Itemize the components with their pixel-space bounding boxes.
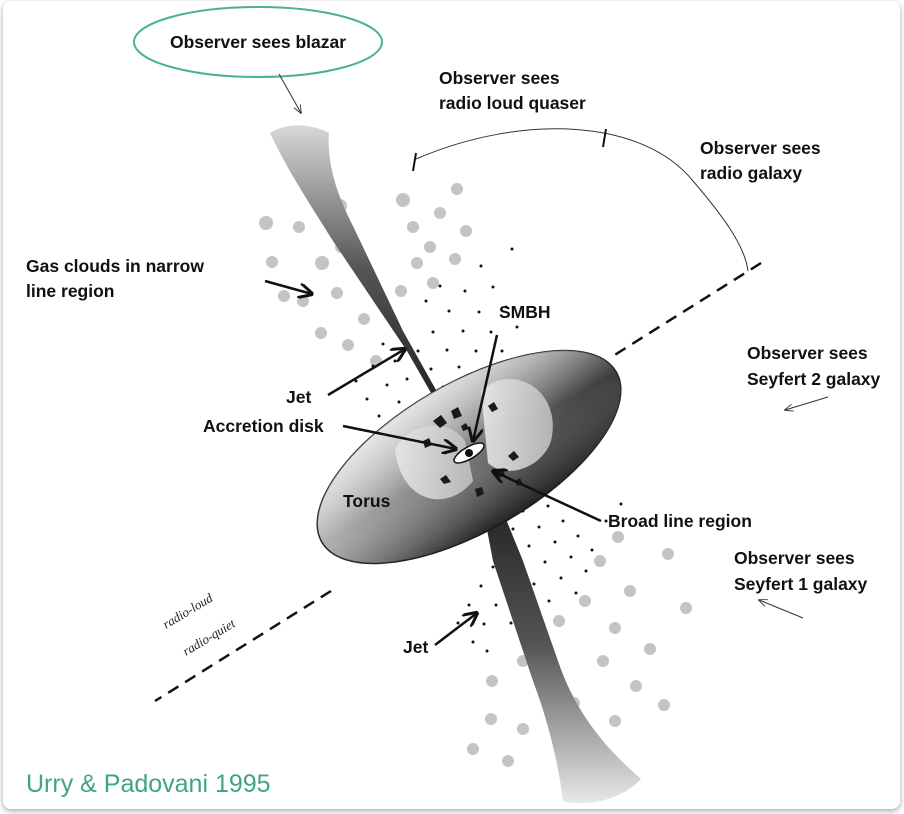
- agn-unified-model-diagram: Observer sees blazar Observer sees radio…: [3, 1, 900, 809]
- label-rlq-line2: radio loud quaser: [439, 93, 586, 113]
- label-sy2-line1: Observer sees: [747, 343, 868, 363]
- label-sy1-line2: Seyfert 1 galaxy: [734, 574, 868, 594]
- label-smbh: SMBH: [499, 302, 551, 322]
- diagram-frame: Observer sees blazar Observer sees radio…: [3, 1, 900, 809]
- label-radio-quiet: radio-quiet: [180, 615, 238, 658]
- label-torus: Torus: [343, 491, 391, 511]
- label-radio-loud: radio-loud: [160, 590, 216, 632]
- label-rg-line2: radio galaxy: [700, 163, 802, 183]
- label-jet-lower: Jet: [403, 637, 428, 657]
- label-rg-line1: Observer sees: [700, 138, 821, 158]
- viewing-angle-arc: [416, 129, 748, 271]
- label-sy2-line2: Seyfert 2 galaxy: [747, 369, 881, 389]
- label-sy1-line1: Observer sees: [734, 548, 855, 568]
- label-accretion-disk: Accretion disk: [203, 416, 324, 436]
- label-gas-line2: line region: [26, 281, 114, 301]
- label-broad-line-region: Broad line region: [608, 511, 752, 531]
- label-gas-line1: Gas clouds in narrow: [26, 256, 204, 276]
- credit-citation: Urry & Padovani 1995: [26, 770, 271, 798]
- label-jet-upper: Jet: [286, 387, 311, 407]
- label-blazar: Observer sees blazar: [170, 32, 346, 52]
- label-rlq-line1: Observer sees: [439, 68, 560, 88]
